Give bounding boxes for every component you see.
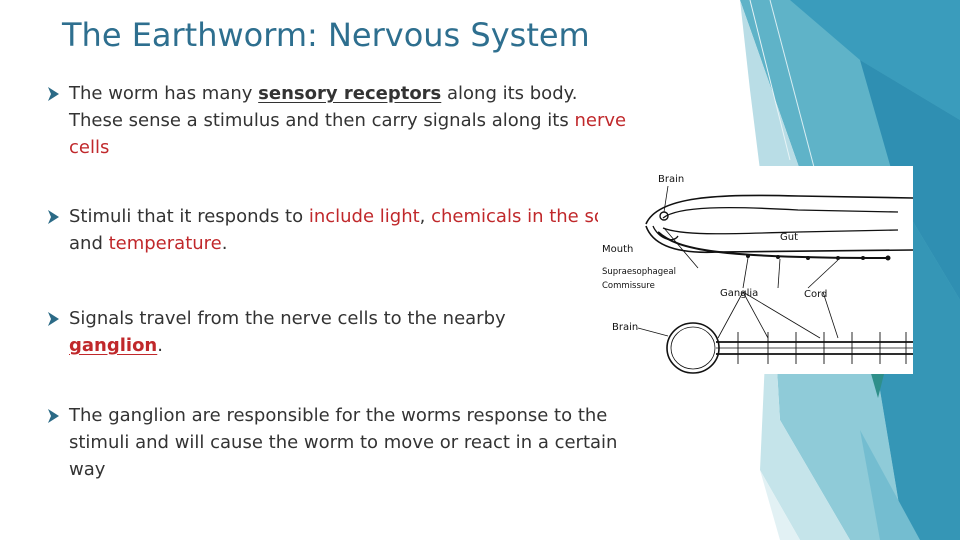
bullet-item: The ganglion are responsible for the wor… bbox=[46, 402, 629, 483]
label-brain-bottom: Brain bbox=[612, 322, 638, 333]
bullet-text: The worm has many sensory receptors alon… bbox=[69, 83, 627, 158]
bullet-text: Signals travel from the nerve cells to t… bbox=[69, 308, 506, 356]
earthworm-nervous-diagram: Brain Gut Mouth Supraesophageal Commissu… bbox=[598, 166, 914, 374]
key-term: sensory receptors bbox=[258, 83, 442, 104]
arrow-bullet-icon bbox=[48, 210, 59, 224]
bullet-text: Stimuli that it responds to include ligh… bbox=[69, 206, 621, 254]
bullet-item: The worm has many sensory receptors alon… bbox=[46, 80, 629, 161]
bullet-text: The ganglion are responsible for the wor… bbox=[69, 405, 618, 480]
label-brain-top: Brain bbox=[658, 174, 684, 185]
highlight-term: chemicals in the soil bbox=[431, 206, 615, 227]
bullet-item: Stimuli that it responds to include ligh… bbox=[46, 203, 629, 257]
label-ganglia: Ganglia bbox=[720, 288, 758, 299]
highlight-term: temperature bbox=[108, 233, 222, 254]
label-gut: Gut bbox=[780, 232, 798, 243]
label-cord: Cord bbox=[804, 289, 827, 300]
label-supraesophageal: Supraesophageal bbox=[602, 267, 676, 277]
arrow-bullet-icon bbox=[48, 409, 59, 423]
highlight-term: nerve cells bbox=[69, 110, 627, 158]
slide-title: The Earthworm: Nervous System bbox=[62, 16, 590, 54]
label-mouth: Mouth bbox=[602, 244, 633, 255]
label-commissure: Commissure bbox=[602, 281, 655, 291]
arrow-bullet-icon bbox=[48, 87, 59, 101]
arrow-bullet-icon bbox=[48, 312, 59, 326]
bullet-item: Signals travel from the nerve cells to t… bbox=[46, 305, 589, 359]
highlight-term: include light bbox=[308, 206, 420, 227]
key-term: ganglion bbox=[69, 335, 158, 356]
